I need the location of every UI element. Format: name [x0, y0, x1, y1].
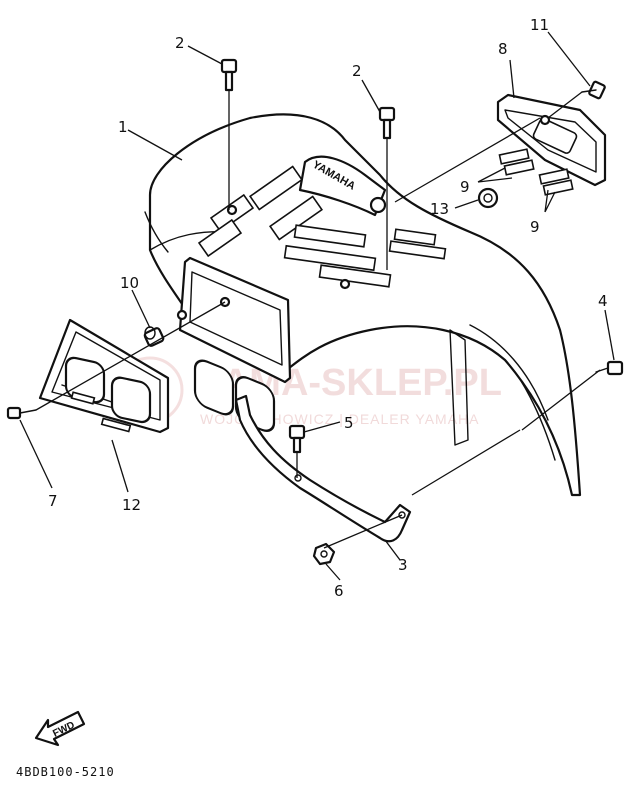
callout-13: 13: [430, 200, 449, 218]
assembly-lines: [35, 90, 601, 549]
callout-2-right: 2: [352, 62, 362, 80]
nut-6: [312, 542, 336, 566]
callout-labels: 1 2 2 3 4 5 6 7 8 9 9 10 11 12 13: [48, 16, 608, 600]
bolt-2-left: [220, 58, 238, 92]
callout-8: 8: [498, 40, 508, 58]
callout-2-left: 2: [175, 34, 185, 52]
callout-3: 3: [398, 556, 408, 574]
callout-7: 7: [48, 492, 58, 510]
screw-7: [6, 406, 37, 420]
bolt-4: [595, 360, 624, 376]
callout-1: 1: [118, 118, 128, 136]
callout-9-upper: 9: [460, 178, 470, 196]
speed-nut: [477, 187, 499, 209]
bracket-stay: [234, 394, 412, 543]
headlight-bezel: [38, 318, 170, 434]
callout-9-lower: 9: [530, 218, 540, 236]
forward-direction-arrow-icon: FWD: [34, 710, 86, 747]
bolt-11: [581, 80, 606, 100]
callout-12: 12: [122, 496, 141, 514]
callout-5: 5: [344, 414, 354, 432]
clip-upper: [498, 148, 530, 165]
callout-10: 10: [120, 274, 139, 292]
callout-6: 6: [334, 582, 344, 600]
front-fender: YAMAHA: [144, 113, 582, 497]
callout-leaders: [19, 31, 615, 581]
clip-lower: [538, 168, 570, 185]
callout-4: 4: [598, 292, 608, 310]
bolt-5: [288, 424, 306, 454]
bolt-2-right: [378, 106, 396, 140]
diagram-code: 4BDB100-5210: [16, 765, 115, 779]
rear-lamp-housing: [496, 93, 607, 196]
watermark: YAMA-SKLEP.PL WOJCIECHOWICZ | DEALER YAM…: [116, 356, 502, 427]
headlight-housing-mounted: [176, 256, 292, 432]
callout-11: 11: [530, 16, 549, 34]
grommet: [143, 326, 165, 347]
